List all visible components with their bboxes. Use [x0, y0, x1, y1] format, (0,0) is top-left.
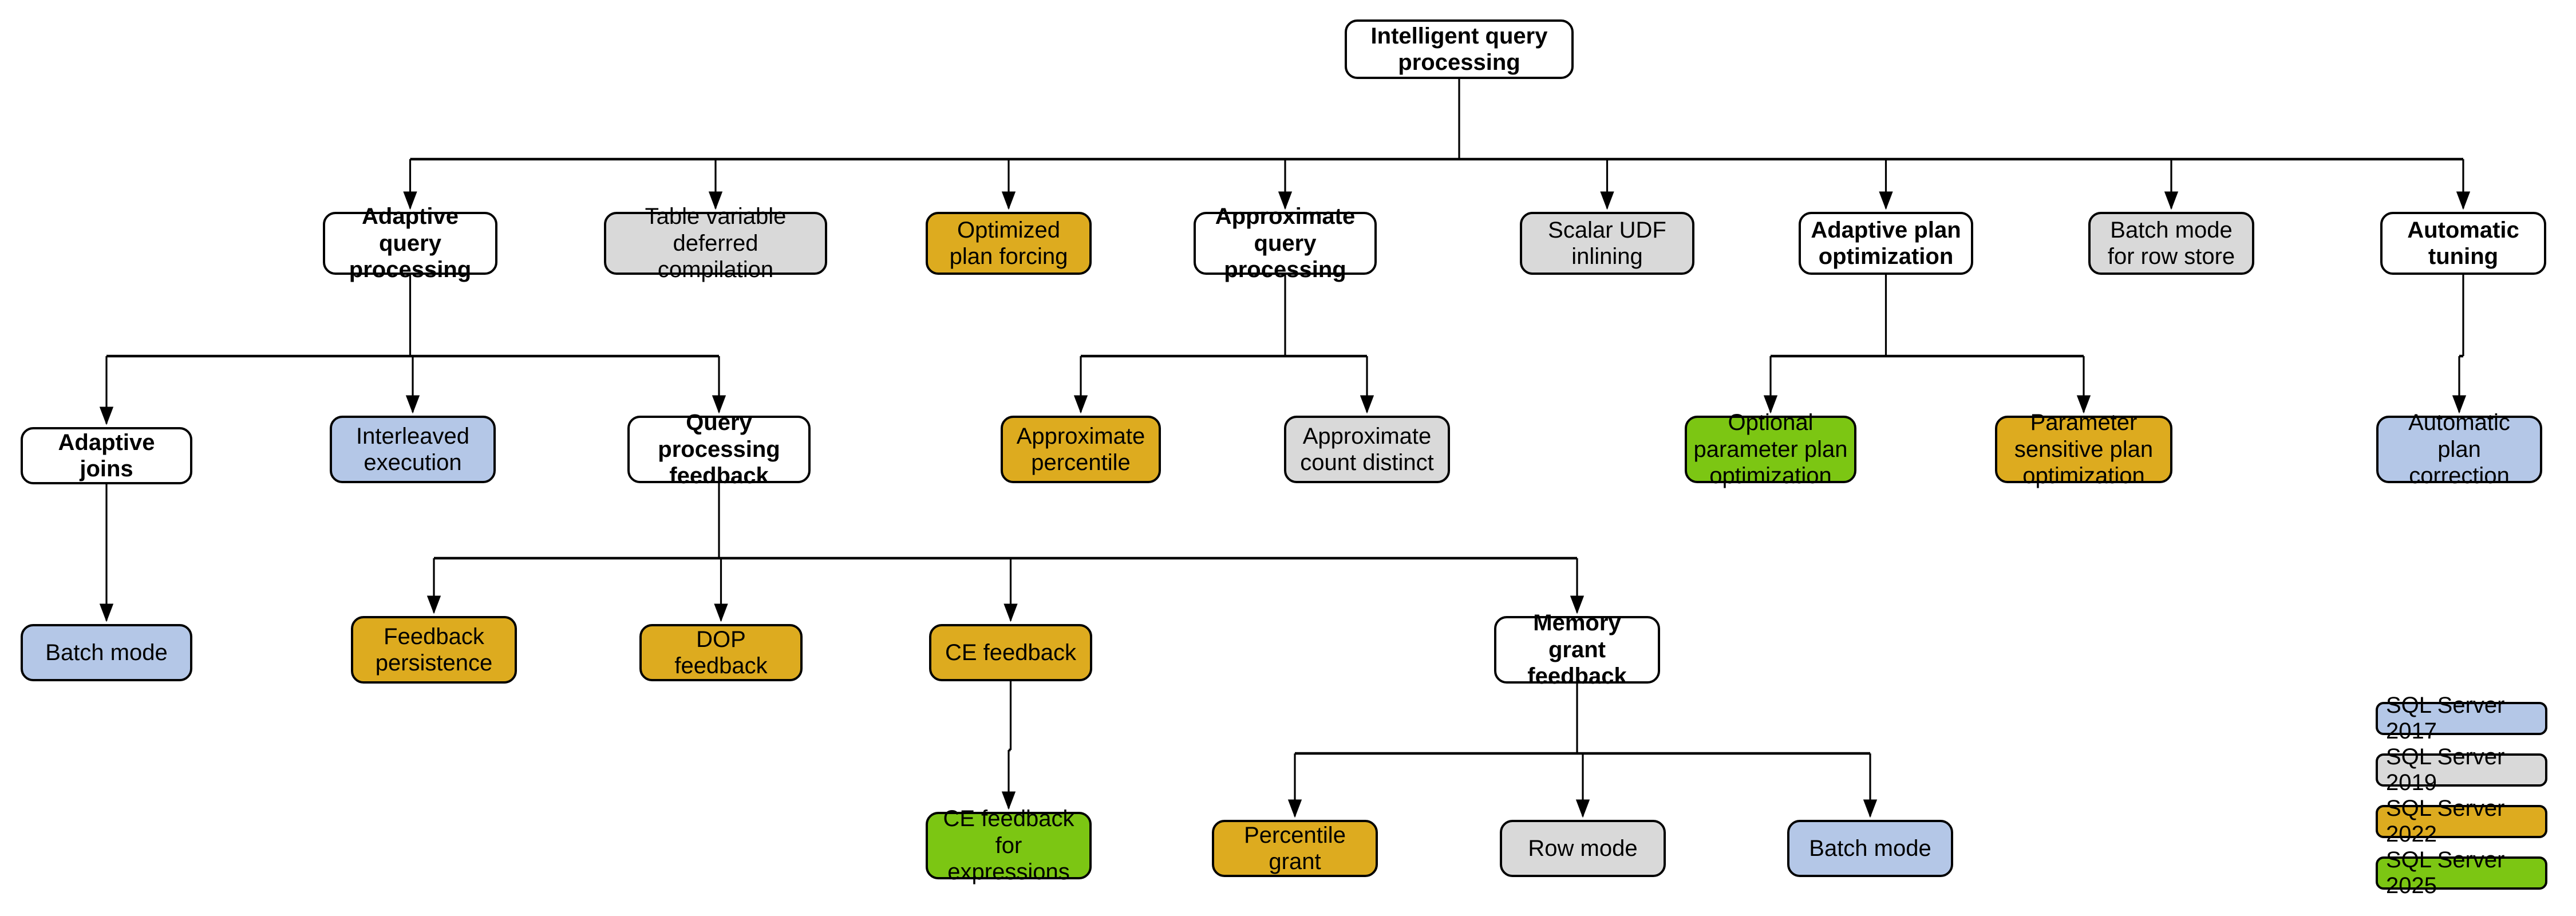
node-label: Approximate percentile: [1016, 423, 1145, 475]
node-apc[interactable]: Automatic plan correction: [2376, 410, 2542, 488]
node-oppo[interactable]: Optional parameter plan optimization: [1685, 410, 1856, 488]
node-tvdc[interactable]: Table variable deferred compilation: [604, 204, 827, 282]
node-label: Feedback persistence: [375, 623, 493, 676]
node-dopf[interactable]: DOP feedback: [639, 624, 803, 681]
node-label: Batch mode for row store: [2107, 217, 2235, 269]
node-label: CE feedback for expressions: [943, 806, 1074, 885]
legend-item-sql-server-2025[interactable]: SQL Server 2025: [2376, 847, 2547, 898]
node-label: Optimized plan forcing: [949, 217, 1068, 269]
node-label: CE feedback: [945, 639, 1077, 665]
node-label: Percentile grant: [1244, 822, 1346, 874]
node-label: Optional parameter plan optimization: [1693, 410, 1848, 489]
node-label: Table variable deferred compilation: [645, 204, 787, 283]
node-aqp[interactable]: Adaptive query processing: [323, 204, 497, 282]
node-label: Automatic tuning: [2407, 217, 2519, 269]
node-at[interactable]: Automatic tuning: [2380, 212, 2546, 275]
node-root[interactable]: Intelligent query processing: [1345, 19, 1574, 79]
legend-item-label: SQL Server 2025: [2386, 847, 2505, 898]
node-label: Parameter sensitive plan optimization: [2014, 410, 2154, 489]
legend-item-label: SQL Server 2022: [2386, 796, 2505, 847]
node-label: DOP feedback: [674, 626, 768, 678]
node-opf[interactable]: Optimized plan forcing: [926, 212, 1092, 275]
node-pg[interactable]: Percentile grant: [1212, 820, 1378, 877]
node-pspo[interactable]: Parameter sensitive plan optimization: [1995, 410, 2172, 488]
legend-item-sql-server-2019[interactable]: SQL Server 2019: [2376, 744, 2547, 795]
node-label: Automatic plan correction: [2408, 410, 2510, 489]
node-label: Adaptive query processing: [349, 204, 472, 283]
node-cefe[interactable]: CE feedback for expressions: [926, 806, 1092, 885]
node-bmrs[interactable]: Batch mode for row store: [2088, 212, 2254, 275]
node-label: Approximate count distinct: [1300, 423, 1434, 475]
node-label: Intelligent query processing: [1370, 23, 1548, 75]
node-label: Approximate query processing: [1215, 204, 1356, 283]
node-bm2[interactable]: Batch mode: [1787, 820, 1953, 877]
node-label: Row mode: [1528, 835, 1638, 861]
node-qpf[interactable]: Query processing feedback: [627, 410, 811, 488]
node-apo[interactable]: Adaptive plan optimization: [1799, 212, 1973, 275]
node-label: Batch mode: [1809, 835, 1931, 861]
node-label: Memory grant feedback: [1527, 610, 1627, 689]
node-label: Interleaved execution: [356, 423, 469, 475]
node-sudf[interactable]: Scalar UDF inlining: [1520, 212, 1694, 275]
legend-item-label: SQL Server 2017: [2386, 693, 2505, 744]
node-aqpx[interactable]: Approximate query processing: [1194, 204, 1377, 282]
node-label: Adaptive plan optimization: [1811, 217, 1961, 269]
node-bm1[interactable]: Batch mode: [21, 624, 192, 681]
node-label: Query processing feedback: [658, 410, 780, 489]
node-rm[interactable]: Row mode: [1500, 820, 1666, 877]
node-cef[interactable]: CE feedback: [929, 624, 1092, 681]
node-acd[interactable]: Approximate count distinct: [1284, 416, 1450, 483]
legend-item-sql-server-2022[interactable]: SQL Server 2022: [2376, 796, 2547, 847]
node-label: Adaptive joins: [58, 429, 155, 481]
legend-item-label: SQL Server 2019: [2386, 744, 2505, 795]
node-ap[interactable]: Approximate percentile: [1001, 416, 1161, 483]
node-mgf[interactable]: Memory grant feedback: [1494, 610, 1660, 689]
node-ie[interactable]: Interleaved execution: [330, 416, 496, 483]
node-label: Batch mode: [45, 639, 168, 665]
legend-item-sql-server-2017[interactable]: SQL Server 2017: [2376, 693, 2547, 744]
node-label: Scalar UDF inlining: [1548, 217, 1666, 269]
node-aj[interactable]: Adaptive joins: [21, 427, 192, 484]
node-fp[interactable]: Feedback persistence: [351, 616, 517, 684]
